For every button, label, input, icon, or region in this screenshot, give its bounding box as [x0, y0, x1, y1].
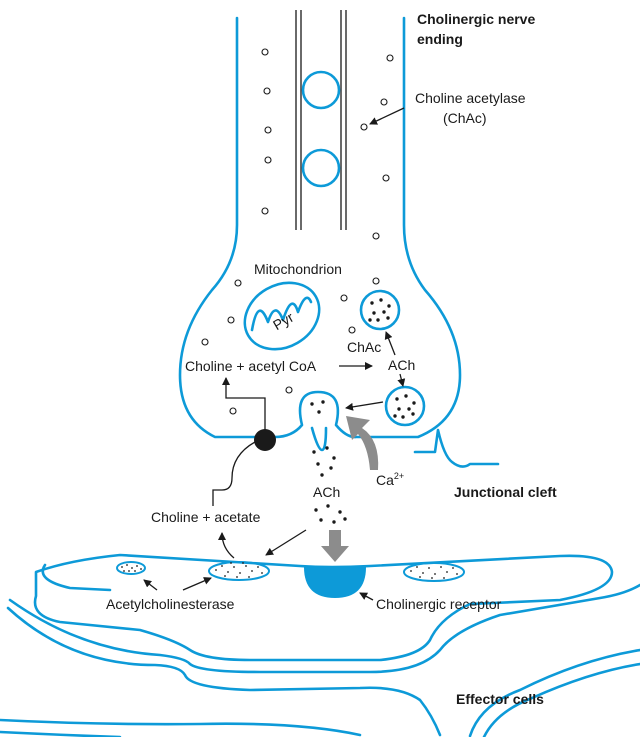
ach-molecules-vesicle — [310, 400, 324, 413]
arrow-to-vesicle2 — [400, 374, 403, 386]
fusing-vesicle — [275, 392, 355, 450]
junctional-cleft-label: Junctional cleft — [454, 484, 557, 500]
ach-vesicle-label: ACh — [388, 357, 415, 373]
choline-acetylase-label-1: Choline acetylase — [415, 90, 526, 106]
transport-vesicle — [303, 150, 339, 186]
nerve-ending-label-2: ending — [417, 31, 463, 47]
choline-acetylcoa-label: Choline + acetyl CoA — [185, 358, 317, 374]
choline-transporter — [254, 429, 276, 451]
acetylcholinesterase-label: Acetylcholinesterase — [106, 596, 235, 612]
calcium-influx-arrow — [346, 416, 378, 470]
choline-acetylase-label-2: (ChAc) — [443, 110, 487, 126]
mitochondrion-label: Mitochondrion — [254, 261, 342, 277]
arrow-esterase-to-choline — [222, 533, 234, 558]
arrow-vesicle-to-membrane — [346, 402, 383, 408]
arrow-chac-pointer — [370, 108, 404, 124]
chac-label: ChAc — [347, 339, 381, 355]
cholinergic-receptor — [304, 567, 366, 598]
nerve-ending-label-1: Cholinergic nerve — [417, 11, 535, 27]
acetylcholinesterase-patch — [117, 562, 145, 574]
storage-vesicle — [386, 387, 424, 425]
arrow-ach-to-esterase — [266, 530, 306, 555]
calcium-label: Ca2+ — [376, 471, 404, 488]
cholinergic-receptor-label: Cholinergic receptor — [376, 596, 502, 612]
ach-cleft-label: ACh — [313, 484, 340, 500]
arrow-label-receptor — [360, 593, 373, 600]
arrow-to-storage — [386, 332, 395, 355]
acetylcholinesterase-patch — [404, 563, 464, 581]
axon-membrane — [180, 18, 460, 437]
arrow-label-esterase-2 — [183, 578, 211, 590]
microtubules — [296, 10, 346, 230]
arrow-label-esterase-1 — [144, 580, 157, 590]
ach-diffusion-arrow — [321, 530, 349, 562]
action-potential-trace — [415, 430, 498, 467]
transport-vesicle — [303, 72, 339, 108]
acetylcholinesterase-patch — [209, 562, 269, 580]
storage-vesicle — [361, 291, 399, 329]
effector-cells-label: Effector cells — [456, 691, 544, 707]
mitochondrion: Pyr — [233, 270, 332, 363]
choline-acetate-label: Choline + acetate — [151, 509, 261, 525]
